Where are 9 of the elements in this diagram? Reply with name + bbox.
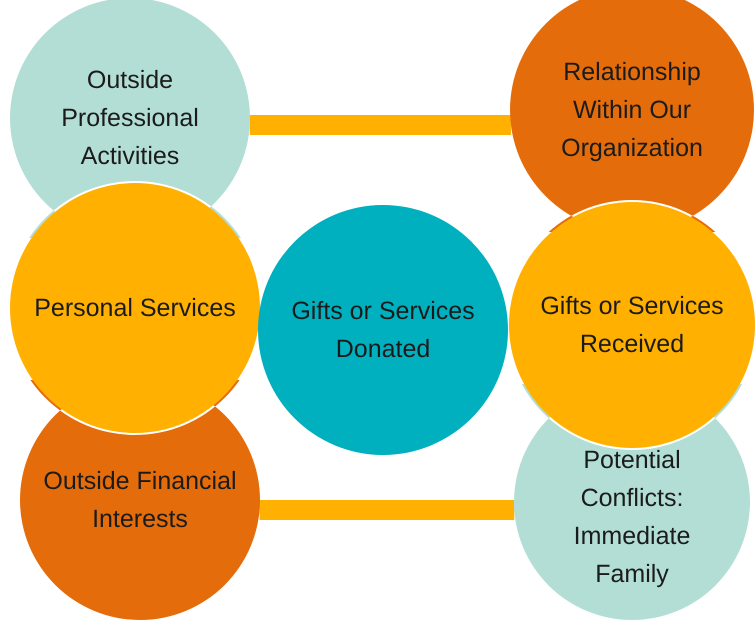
connector-bar bbox=[260, 500, 514, 520]
topic-label: Personal Services bbox=[33, 293, 237, 324]
connector-bar bbox=[250, 115, 511, 135]
topic-label: Gifts or Services Donated bbox=[290, 296, 476, 365]
topic-label: Gifts or Services Received bbox=[539, 291, 725, 360]
topic-label: Relationship Within Our Organization bbox=[560, 57, 704, 164]
topic-label: Potential Conflicts: Immediate Family bbox=[572, 445, 692, 590]
topic-label: Outside Financial Interests bbox=[42, 466, 238, 535]
topic-label: Outside Professional Activities bbox=[60, 65, 200, 172]
